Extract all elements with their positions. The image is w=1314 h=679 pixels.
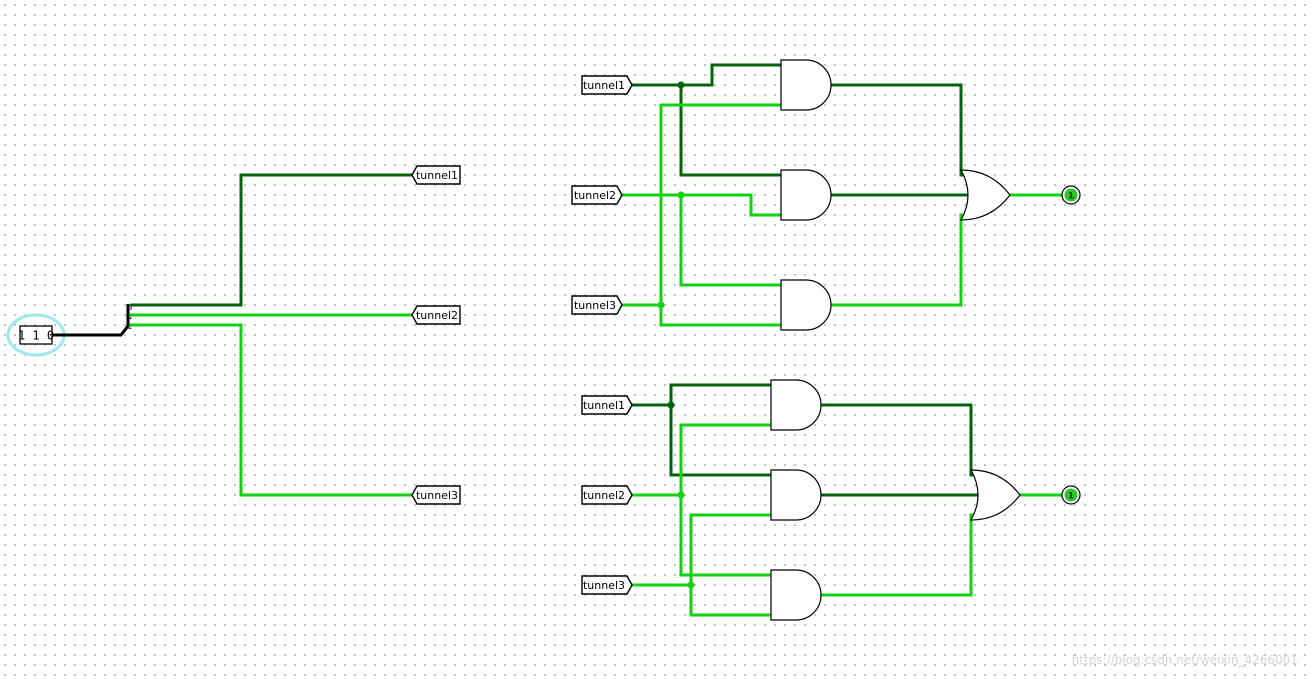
tunnel-label: tunnel1 [583,79,625,92]
splitter-bit-2: 2 [128,323,132,331]
top-t2-to-and3a [679,195,781,287]
input-section: 1 1 0 0 1 2 [6,304,132,357]
tunnel-left-3[interactable]: tunnel3 [411,485,461,505]
tunnel-label: tunnel2 [574,189,616,202]
bot-t3-bus [689,513,771,617]
top-and3-out [831,213,971,307]
top-t3-bus [659,103,781,327]
output-bottom-value: 1 [1068,492,1074,502]
tunnel-label: tunnel2 [416,309,458,322]
bot-t2-bus [679,423,771,577]
output-pin-top[interactable]: 1 [1061,185,1081,205]
tunnel-left-2[interactable]: tunnel2 [411,305,461,325]
bot-t1-bus [669,383,771,477]
and-gate-top-3[interactable] [780,279,832,331]
tunnel-top-1[interactable]: tunnel1 [581,75,633,95]
tunnel-label: tunnel1 [416,169,458,182]
bottom-circuit [632,379,1063,621]
tunnel-top-2[interactable]: tunnel2 [571,185,623,205]
top-t1-to-and2a [679,85,781,177]
junction [677,191,685,199]
tunnel-label: tunnel3 [574,299,616,312]
bus-wire [52,304,130,337]
or-gate-top[interactable] [959,169,1011,221]
top-tunnels: tunnel1 tunnel2 tunnel3 [571,75,633,315]
bot-and3-out [821,513,981,597]
and-gate-bottom-3[interactable] [770,569,822,621]
wire-bit2 [130,323,412,497]
junction [667,401,675,409]
junction [687,581,695,589]
and-gate-top-1[interactable] [780,59,832,111]
tunnel-label: tunnel3 [583,579,625,592]
input-pin-value: 1 1 0 [18,329,54,343]
and-gate-bottom-2[interactable] [770,469,822,521]
tunnel-bottom-2[interactable]: tunnel2 [581,485,633,505]
junction [677,81,685,89]
tunnel-label: tunnel2 [583,489,625,502]
output-pin-bottom[interactable]: 1 [1061,485,1081,505]
tunnel-bottom-3[interactable]: tunnel3 [581,575,633,595]
bot-and1-out [821,403,981,477]
tunnel-top-3[interactable]: tunnel3 [571,295,623,315]
and-gate-bottom-1[interactable] [770,379,822,431]
left-tunnels: tunnel1 tunnel2 tunnel3 [411,165,461,505]
watermark-text: https://blog.csdn.net/weixin_4266001 [1072,653,1298,667]
tunnel-left-1[interactable]: tunnel1 [411,165,461,185]
top-t1-to-and1a [632,63,781,87]
junction [677,491,685,499]
wire-bit0 [130,173,412,307]
top-circuit [622,59,1063,331]
splitter-wires [130,173,412,497]
or-gate-bottom[interactable] [969,469,1021,521]
top-and1-out [831,83,971,177]
top-t2-to-and2b [622,193,781,217]
tunnel-label: tunnel1 [583,399,625,412]
splitter-bit-0: 0 [128,304,132,312]
splitter-bit-1: 1 [128,313,132,321]
and-gate-top-2[interactable] [780,169,832,221]
output-top-value: 1 [1068,192,1074,202]
bottom-tunnels: tunnel1 tunnel2 tunnel3 [581,395,633,595]
tunnel-label: tunnel3 [416,489,458,502]
tunnel-bottom-1[interactable]: tunnel1 [581,395,633,415]
junction [657,301,665,309]
